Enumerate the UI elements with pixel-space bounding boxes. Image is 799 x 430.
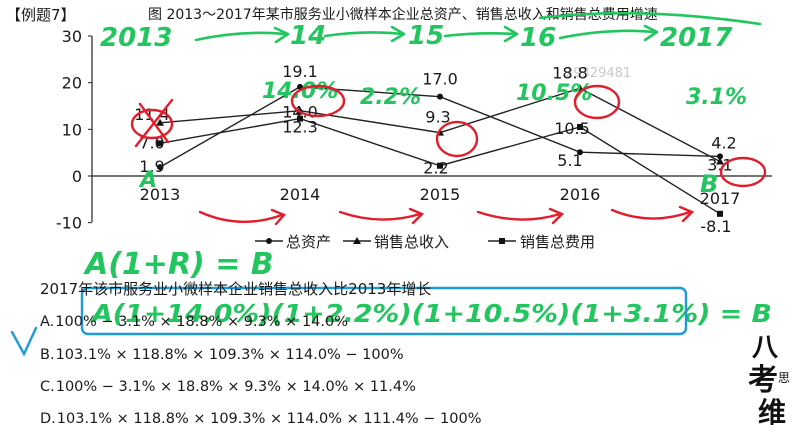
data-labels: 11.47.01.919.114.012.317.09.32.218.810.5… bbox=[134, 62, 737, 236]
legend-marker-cost bbox=[499, 238, 505, 244]
option-a-text: 100% − 3.1% × 18.8% × 9.3% × 14.0% bbox=[55, 314, 349, 330]
x-tick-label: 2016 bbox=[560, 185, 601, 204]
data-label: -8.1 bbox=[700, 217, 731, 236]
red-circle-2013 bbox=[130, 108, 174, 140]
hw-year-15: 15 bbox=[408, 21, 444, 51]
data-label: 9.3 bbox=[425, 108, 450, 127]
red-circle-2017 bbox=[719, 156, 767, 188]
series-group bbox=[156, 83, 724, 217]
x-tick-labels: 2013 2014 2015 2016 2017 bbox=[140, 185, 741, 208]
option-c-text: 100% − 3.1% × 18.8% × 9.3% × 14.0% × 11.… bbox=[55, 379, 416, 395]
data-label: 10.5 bbox=[554, 119, 590, 138]
y-ticks: -10 0 10 20 30 bbox=[56, 27, 92, 233]
data-label: 1.9 bbox=[139, 157, 164, 176]
hw-letter-b: B bbox=[700, 170, 718, 198]
hw-arrow-1 bbox=[194, 26, 290, 44]
blue-box-formula bbox=[80, 286, 688, 336]
marker-square bbox=[717, 210, 723, 217]
option-a-label: A. bbox=[40, 314, 55, 330]
data-label: 5.1 bbox=[557, 151, 582, 170]
hw-rate-2014: 14.0% bbox=[262, 79, 338, 104]
y-tick-label: 30 bbox=[62, 27, 82, 46]
option-d-text: 103.1% × 118.8% × 109.3% × 114.0% × 111.… bbox=[56, 411, 482, 427]
data-label: 2.2 bbox=[423, 159, 448, 178]
chart-title: 图 2013～2017年某市服务业小微样本企业总资产、销售总收入和销售总费用增速 bbox=[148, 6, 658, 23]
y-tick-label: 0 bbox=[72, 167, 82, 186]
red-arrow-3 bbox=[476, 207, 565, 225]
green-handwriting: 2013 14 15 16 2017 14.0% 2.2% 10.5% 3.1%… bbox=[83, 11, 772, 328]
red-cross-2013 bbox=[134, 98, 174, 148]
watermark: 29329481 bbox=[565, 66, 631, 81]
legend: 总资产 销售总收入 销售总费用 bbox=[255, 233, 595, 251]
legend-marker-revenue bbox=[353, 237, 361, 244]
option-a[interactable]: A.100% − 3.1% × 18.8% × 9.3% × 14.0% bbox=[40, 314, 348, 330]
hw-year-2017: 2017 bbox=[660, 23, 733, 53]
legend-label-cost: 销售总费用 bbox=[520, 233, 595, 251]
hw-top-swoop bbox=[538, 11, 762, 26]
option-c-label: C. bbox=[40, 379, 55, 395]
x-tick-label: 2017 bbox=[700, 189, 741, 208]
option-c[interactable]: C.100% − 3.1% × 18.8% × 9.3% × 14.0% × 1… bbox=[40, 379, 416, 395]
marker-triangle bbox=[156, 118, 164, 126]
red-arrow-1 bbox=[198, 208, 287, 226]
option-b-text: 103.1% × 118.8% × 109.3% × 114.0% − 100% bbox=[55, 347, 404, 363]
x-tick-label: 2013 bbox=[140, 185, 181, 204]
hw-arrow-3 bbox=[443, 25, 519, 43]
hw-rate-2017: 3.1% bbox=[686, 85, 747, 110]
red-handwriting bbox=[130, 84, 767, 226]
hw-rate-2016: 10.5% bbox=[516, 81, 592, 106]
hw-rate-2015: 2.2% bbox=[360, 85, 421, 110]
brand-logo: 八 考 思 维 bbox=[748, 333, 790, 425]
marker-square bbox=[577, 124, 583, 130]
marker-circle bbox=[157, 164, 163, 171]
x-tick-label: 2015 bbox=[420, 185, 461, 204]
legend-label-assets: 总资产 bbox=[286, 233, 331, 251]
data-label: 4.2 bbox=[711, 133, 736, 152]
logo-char-2: 考 bbox=[748, 363, 778, 398]
question-tag: 【例题7】 bbox=[6, 6, 76, 24]
question-text: 2017年该市服务业小微样本企业销售总收入比2013年增长 bbox=[40, 280, 432, 298]
blue-handwriting bbox=[10, 286, 688, 357]
marker-circle bbox=[437, 93, 443, 100]
y-tick-label: -10 bbox=[56, 214, 82, 233]
marker-circle bbox=[717, 153, 723, 160]
data-label: 19.1 bbox=[282, 62, 318, 81]
hw-letter-a: A bbox=[138, 168, 157, 193]
marker-triangle bbox=[716, 157, 724, 165]
hw-year-2013: 2013 bbox=[100, 23, 172, 53]
marker-square bbox=[297, 115, 303, 122]
y-tick-label: 10 bbox=[62, 120, 82, 139]
legend-marker-assets bbox=[266, 238, 272, 244]
data-label: 18.8 bbox=[552, 63, 588, 82]
data-label: 3.1 bbox=[707, 156, 732, 175]
blue-check-b bbox=[10, 326, 38, 357]
red-arrow-2 bbox=[338, 207, 425, 225]
data-label: 12.3 bbox=[282, 118, 318, 137]
marker-square bbox=[157, 140, 163, 147]
y-tick-label: 20 bbox=[62, 74, 82, 93]
hw-arrow-4 bbox=[558, 24, 659, 42]
red-circle-2014 bbox=[290, 84, 346, 118]
hw-year-14: 14 bbox=[290, 21, 326, 51]
hw-formula-2: A(1+14.0%)(1+2.2%)(1+10.5%)(1+3.1%) = B bbox=[90, 299, 772, 328]
option-b-label: B. bbox=[40, 347, 55, 363]
x-tick-label: 2014 bbox=[280, 185, 321, 204]
option-b[interactable]: B.103.1% × 118.8% × 109.3% × 114.0% − 10… bbox=[40, 347, 404, 363]
legend-label-revenue: 销售总收入 bbox=[374, 233, 449, 251]
marker-square bbox=[437, 162, 443, 169]
hw-formula-1: A(1+R) = B bbox=[83, 247, 274, 282]
red-circle-2015 bbox=[435, 120, 479, 158]
option-d-label: D. bbox=[40, 411, 56, 427]
option-d[interactable]: D.103.1% × 118.8% × 109.3% × 114.0% × 11… bbox=[40, 411, 482, 427]
red-circle-2016 bbox=[573, 84, 621, 120]
logo-char-1: 八 bbox=[752, 333, 779, 363]
hw-year-16: 16 bbox=[520, 23, 556, 53]
logo-char-3: 思 bbox=[778, 371, 790, 385]
red-arrow-4 bbox=[610, 205, 695, 223]
data-label: 17.0 bbox=[422, 70, 458, 89]
marker-circle bbox=[577, 149, 583, 156]
logo-char-4: 维 bbox=[758, 396, 786, 425]
hw-arrow-2 bbox=[323, 25, 406, 43]
